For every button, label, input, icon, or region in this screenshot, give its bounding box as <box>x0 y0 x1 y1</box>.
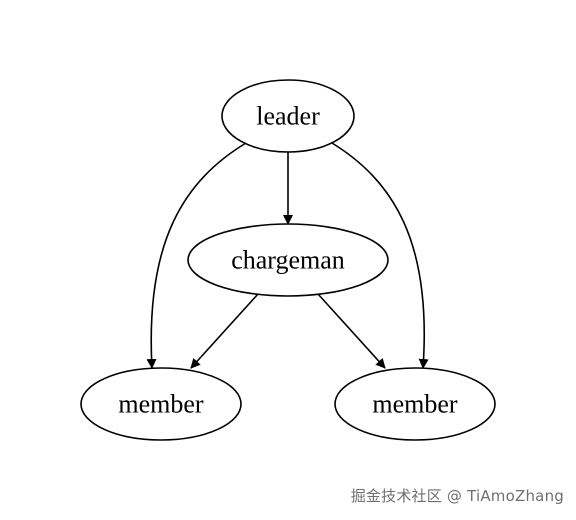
edges <box>146 142 429 369</box>
node-member-right-shape <box>334 367 496 441</box>
node-member-right: member <box>334 367 496 441</box>
edge-chargeman-to-member-left <box>190 293 259 369</box>
node-leader-label: leader <box>256 102 320 131</box>
node-chargeman-shape <box>187 223 389 297</box>
node-leader-shape <box>221 79 355 153</box>
node-leader: leader <box>221 79 355 153</box>
node-member-left-label: member <box>118 390 204 419</box>
edge-chargeman-to-member-right <box>317 293 386 369</box>
edge-leader-to-member-left <box>146 142 247 369</box>
node-member-right-label: member <box>372 390 458 419</box>
node-chargeman: chargeman <box>187 223 389 297</box>
watermark-text: 掘金技术社区 @ TiAmoZhang <box>350 487 564 505</box>
node-member-left-shape <box>80 367 242 441</box>
node-member-left: member <box>80 367 242 441</box>
edge-leader-to-member-right <box>331 142 429 369</box>
node-chargeman-label: chargeman <box>231 246 345 275</box>
